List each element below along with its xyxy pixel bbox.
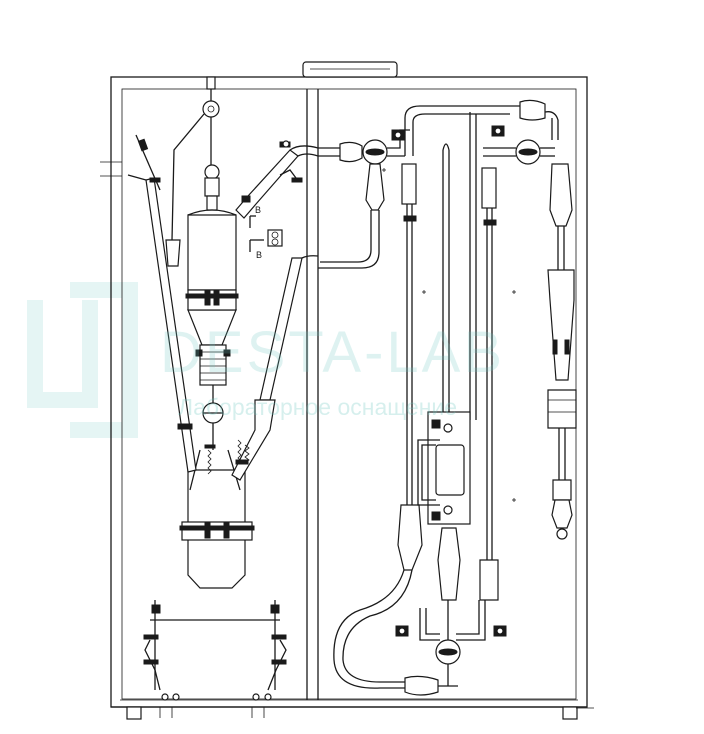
lower-support-frame bbox=[143, 600, 287, 718]
section-marker-bottom: B bbox=[249, 239, 264, 260]
lower-flask bbox=[179, 439, 255, 589]
section-marker-top: B bbox=[249, 205, 261, 228]
right-bracket-small bbox=[267, 169, 303, 247]
left-foot bbox=[126, 706, 142, 720]
bottom-stopcock bbox=[435, 600, 461, 686]
watermark-tagline: Лабораторное оснащение bbox=[178, 394, 457, 420]
upper-vessel bbox=[185, 164, 239, 346]
middle-reservoir bbox=[417, 411, 471, 601]
inlet-tube-upper bbox=[318, 129, 410, 165]
bottom-return-loop bbox=[333, 569, 507, 696]
left-diagonal-tube bbox=[127, 134, 197, 473]
top-loop-tube bbox=[404, 99, 559, 156]
watermark-brand: DESTA-LAB bbox=[160, 320, 505, 385]
middle-stopcock bbox=[202, 385, 224, 450]
pendulum-weight bbox=[165, 239, 181, 267]
cabinet-frame bbox=[100, 61, 594, 720]
section-label-bottom: B bbox=[256, 250, 262, 260]
center-measuring-tubes bbox=[442, 112, 499, 601]
upper-side-arm bbox=[235, 140, 319, 219]
right-diagonal-tube bbox=[231, 255, 319, 481]
top-handle bbox=[302, 61, 398, 78]
watermark-logo-icon bbox=[27, 282, 138, 438]
right-column bbox=[547, 163, 577, 540]
bellows-connector bbox=[195, 344, 231, 386]
upper-stopcock-right bbox=[483, 139, 555, 165]
reference-marks bbox=[382, 168, 516, 502]
left-vertical-column bbox=[318, 163, 385, 269]
suspension-hook bbox=[165, 76, 220, 267]
section-label-top: B bbox=[255, 205, 261, 215]
right-foot bbox=[562, 706, 578, 720]
tall-column-left bbox=[397, 163, 423, 571]
